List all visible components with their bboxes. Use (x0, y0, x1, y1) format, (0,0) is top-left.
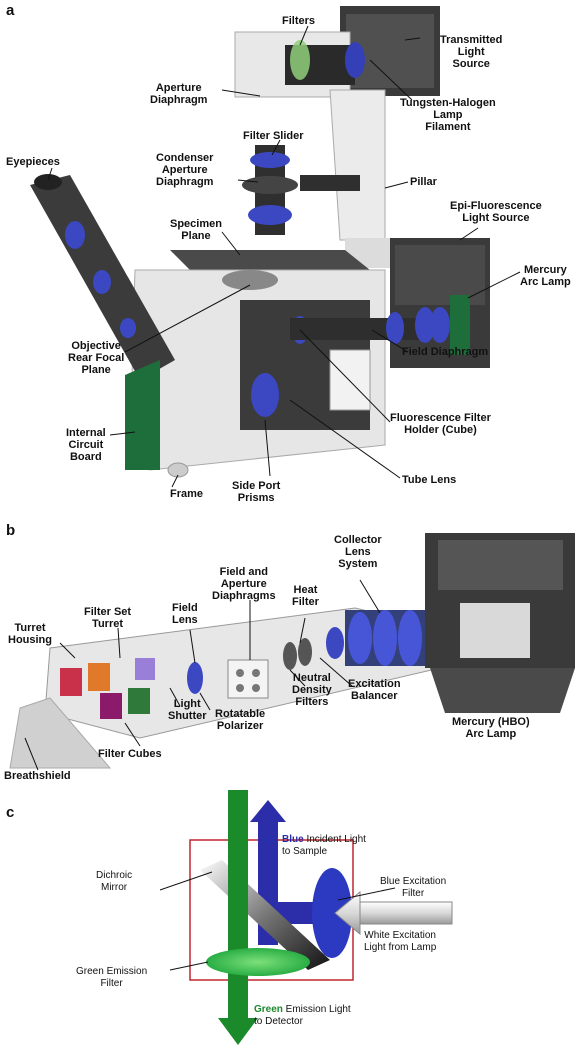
label-filter-slider: Filter Slider (243, 130, 304, 142)
label-collector-lens-system: Collector Lens System (334, 534, 382, 570)
filter-discs (290, 40, 310, 80)
label-epi-fluorescence: Epi-Fluorescence Light Source (450, 200, 542, 224)
label-filter-set-turret: Filter Set Turret (84, 606, 132, 630)
label-turret-housing: Turret Housing (8, 622, 52, 646)
label-excitation-balancer: Excitation Balancer (348, 678, 401, 702)
label-field-aperture-diaphragms: Field and Aperture Diaphragms (212, 566, 276, 602)
green-emission-path (228, 790, 248, 1020)
label-heat-filter: Heat Filter (292, 584, 319, 608)
panel-b-epi-illuminator: b (0, 518, 583, 790)
to-detector-text: to Detector (254, 1016, 303, 1027)
light-path-diagram (159, 790, 453, 1045)
label-tube-lens: Tube Lens (402, 474, 457, 486)
panel-b-letter: b (6, 522, 16, 539)
eyepieces-shape (34, 174, 62, 190)
panel-a-letter: a (6, 2, 15, 19)
blue-excitation-filter (312, 868, 352, 958)
label-green-emission-filter: Green Emission Filter (76, 966, 148, 989)
label-filters: Filters (282, 15, 316, 27)
label-transmitted-light-source: Transmitted Light Source (440, 34, 503, 70)
illuminator-illustration (9, 533, 575, 771)
green-arrow-head (218, 1018, 258, 1045)
to-sample-text: to Sample (282, 846, 328, 857)
label-mercury-arc-lamp: Mercury Arc Lamp (520, 264, 571, 288)
blue-arrow-head (250, 800, 286, 822)
filter-cube-red (60, 668, 82, 696)
label-breathshield: Breathshield (4, 770, 71, 782)
label-tungsten-halogen: Tungsten-Halogen Lamp Filament (400, 97, 496, 133)
specimen-stage (170, 250, 370, 270)
emission-light-text: Emission Light (282, 1004, 351, 1015)
label-frame: Frame (170, 488, 204, 500)
green-word: Green (254, 1004, 283, 1015)
white-excitation-shaft (359, 901, 453, 925)
label-rotatable-polarizer: Rotatable Polarizer (215, 708, 266, 732)
label-pillar: Pillar (410, 176, 437, 188)
filter-cube-orange (88, 663, 110, 691)
panel-c-filter-cube-diagram: c (0, 790, 583, 1048)
label-light-shutter: Light Shutter (168, 698, 207, 722)
tungsten-lamp-lens (345, 42, 365, 78)
leader-lines-c (159, 871, 396, 971)
label-condenser-aperture: Condenser Aperture Diaphragm (156, 152, 214, 188)
filter-cube-violet (135, 658, 155, 680)
green-emission-filter-shape (206, 948, 310, 976)
filter-cube-green (128, 688, 150, 714)
pillar-shape (329, 89, 386, 241)
label-specimen-plane: Specimen Plane (170, 218, 222, 242)
label-eyepieces: Eyepieces (6, 156, 60, 168)
label-mercury-hbo: Mercury (HBO) Arc Lamp (452, 716, 530, 740)
label-aperture-diaphragm: Aperture Diaphragm (150, 82, 208, 106)
label-fluorescence-filter-holder: Fluorescence Filter Holder (Cube) (390, 412, 491, 436)
panel-a-inverted-microscope: a (0, 0, 583, 518)
circuit-board (125, 360, 160, 470)
leader-lines-a (47, 25, 521, 488)
diaphragm-block (227, 659, 269, 699)
white-excitation-head (334, 890, 361, 936)
label-field-lens: Field Lens (172, 602, 198, 626)
breathshield-shape (9, 697, 112, 769)
label-white-excitation: White Excitation Light from Lamp (364, 930, 437, 953)
label-internal-circuit-board: Internal Circuit Board (66, 427, 106, 463)
label-neutral-density-filters: Neutral Density Filters (292, 672, 332, 708)
label-objective-rear-focal: Objective Rear Focal Plane (68, 340, 125, 376)
label-field-diaphragm: Field Diaphragm (402, 346, 489, 358)
incident-light-text: Incident Light (303, 834, 366, 845)
blue-word: Blue (282, 834, 304, 845)
leader-lines-b (24, 579, 381, 771)
label-green-emission-light: Green Emission Light to Detector (254, 1004, 351, 1028)
filter-cube-purple (100, 693, 122, 719)
microscope-illustration (30, 6, 521, 488)
label-filter-cubes: Filter Cubes (98, 748, 162, 760)
label-blue-excitation-filter: Blue Excitation Filter (380, 876, 447, 899)
objective-turret (222, 270, 278, 290)
side-port-prism (251, 373, 279, 417)
arc-lamp-socket (460, 603, 530, 658)
label-side-port-prisms: Side Port Prisms (232, 480, 281, 504)
panel-c-letter: c (6, 804, 15, 821)
label-dichroic-mirror: Dichroic Mirror (96, 870, 133, 893)
label-blue-incident: Blue Incident Light to Sample (282, 834, 366, 858)
frame-foot (167, 462, 189, 478)
